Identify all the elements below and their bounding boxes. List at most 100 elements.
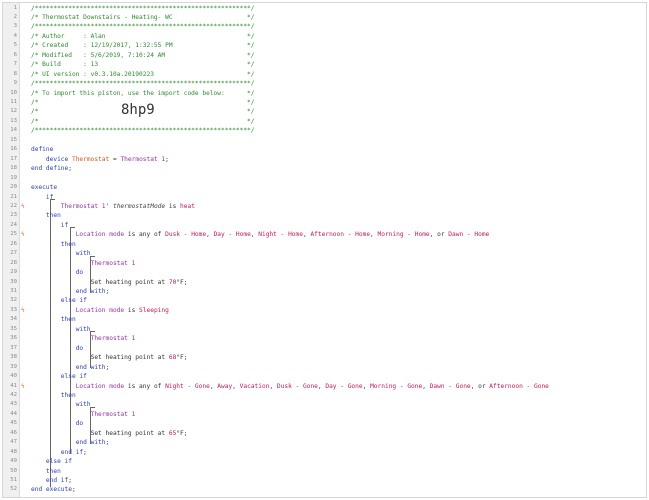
code-line: Thermostat 1' thermostatMode is heat	[31, 202, 195, 211]
code-token: end define	[31, 165, 69, 173]
code-token: do	[31, 269, 84, 277]
lightning-bolt-icon[interactable]: ϟ	[21, 306, 25, 314]
code-token: Set heating point at	[31, 278, 169, 286]
code-token: ;	[68, 477, 72, 484]
code-token: 70	[168, 278, 177, 286]
line-number: 41	[10, 382, 17, 389]
line-number: 50	[10, 467, 17, 474]
code-line: then	[31, 391, 76, 400]
line-number: 14	[10, 127, 17, 134]
code-token: end if	[31, 448, 84, 456]
code-token: /* Build : 13 */	[31, 61, 255, 69]
code-token: with	[31, 401, 91, 409]
code-token: Thermostat 1	[31, 335, 136, 343]
import-code: 8hp9	[121, 102, 155, 118]
code-token: then	[31, 391, 76, 399]
code-line: /* UI version : v0.3.10a.20190223 */	[31, 70, 255, 79]
code-token: ;	[83, 448, 87, 456]
code-token: then	[31, 316, 76, 324]
code-line: /***************************************…	[31, 22, 255, 31]
code-token: Afternoon - Gone	[489, 382, 549, 390]
line-number: 24	[10, 221, 17, 228]
line-number: 12	[10, 108, 17, 115]
line-number: 49	[10, 458, 17, 465]
code-line: do	[31, 344, 83, 353]
code-line: /* */	[31, 107, 255, 116]
code-line: end with;	[31, 287, 110, 296]
code-token: ,	[250, 231, 259, 239]
code-token: ;	[71, 486, 76, 494]
code-token: /* */	[31, 99, 255, 106]
code-token: Morning - Home	[377, 231, 430, 239]
code-line: Set heating point at 68°F;	[31, 353, 188, 362]
code-token: heat	[180, 202, 195, 210]
code-token: /* To import this piston, use the import…	[31, 89, 255, 97]
code-token: ;	[68, 165, 72, 173]
line-number: 45	[10, 420, 17, 427]
code-token: Dusk - Gone	[276, 382, 318, 390]
code-token: '	[105, 202, 113, 210]
code-token: /***************************************…	[31, 80, 255, 88]
lightning-bolt-icon[interactable]: ϟ	[21, 202, 25, 210]
code-line: Thermostat 1	[31, 334, 136, 343]
line-number: 32	[10, 297, 17, 304]
code-token: Dusk - Home	[165, 231, 207, 239]
code-line: end if;	[31, 476, 72, 485]
line-number: 37	[10, 344, 17, 351]
line-number: 8	[13, 70, 17, 77]
code-token: do	[31, 344, 84, 352]
code-token: end with	[31, 288, 106, 295]
code-token: Morning - Gone	[370, 382, 423, 390]
code-line: /* Build : 13 */	[31, 60, 255, 69]
line-number: 42	[10, 391, 17, 398]
line-number: 9	[13, 80, 17, 87]
code-token: Night - Home	[258, 231, 303, 239]
code-line: else if	[31, 296, 87, 305]
code-token: °F;	[176, 429, 188, 437]
code-token: ;	[105, 363, 110, 371]
line-number: 40	[10, 373, 17, 380]
block-guide-if-inner	[70, 227, 71, 454]
code-token: ,	[317, 382, 326, 390]
code-token: ;	[105, 439, 110, 447]
line-number: 36	[10, 335, 17, 342]
line-number: 27	[10, 250, 17, 257]
code-token: end execute	[31, 486, 72, 494]
code-token: is	[165, 202, 181, 210]
code-token: ,	[209, 382, 218, 390]
code-line: Location mode is any of Dusk - Home, Day…	[31, 230, 490, 239]
code-token: Set heating point at	[31, 429, 169, 437]
line-number: 29	[10, 269, 17, 276]
code-token: 68	[168, 354, 177, 362]
code-line: execute	[31, 183, 57, 192]
line-number: 7	[13, 61, 17, 68]
line-number: 15	[10, 136, 17, 143]
condition-marker-column: ϟ ϟ ϟ ϟ	[19, 3, 29, 497]
code-line: else if	[31, 372, 87, 381]
code-line: device Thermostat = Thermostat 1;	[31, 155, 169, 164]
code-token: end if	[31, 477, 69, 484]
code-token: do	[31, 420, 84, 428]
lightning-bolt-icon[interactable]: ϟ	[21, 382, 25, 390]
lightning-bolt-icon[interactable]: ϟ	[21, 231, 25, 239]
code-token: is	[124, 306, 140, 314]
code-token: is any of	[124, 231, 166, 239]
line-number: 1	[13, 4, 17, 11]
code-token: with	[31, 325, 91, 333]
code-token: =	[109, 155, 121, 163]
line-number: 51	[10, 477, 17, 483]
code-token: Sleeping	[139, 306, 169, 314]
code-token: ,	[302, 231, 311, 239]
code-token: °F;	[176, 278, 188, 286]
code-token: /* Modified : 5/6/2019, 7:10:24 AM */	[31, 51, 255, 59]
code-line: then	[31, 467, 61, 476]
code-line: end if;	[31, 448, 87, 457]
code-token: then	[31, 467, 61, 475]
line-number: 48	[10, 448, 17, 455]
line-number: 17	[10, 155, 17, 162]
code-token: Day - Home	[213, 231, 251, 239]
code-token: ,	[269, 382, 277, 390]
code-line: /***************************************…	[31, 4, 255, 13]
code-line: Location mode is any of Night - Gone, Aw…	[31, 382, 549, 391]
code-token: /* Created : 12/19/2017, 1:32:55 PM */	[31, 42, 255, 50]
